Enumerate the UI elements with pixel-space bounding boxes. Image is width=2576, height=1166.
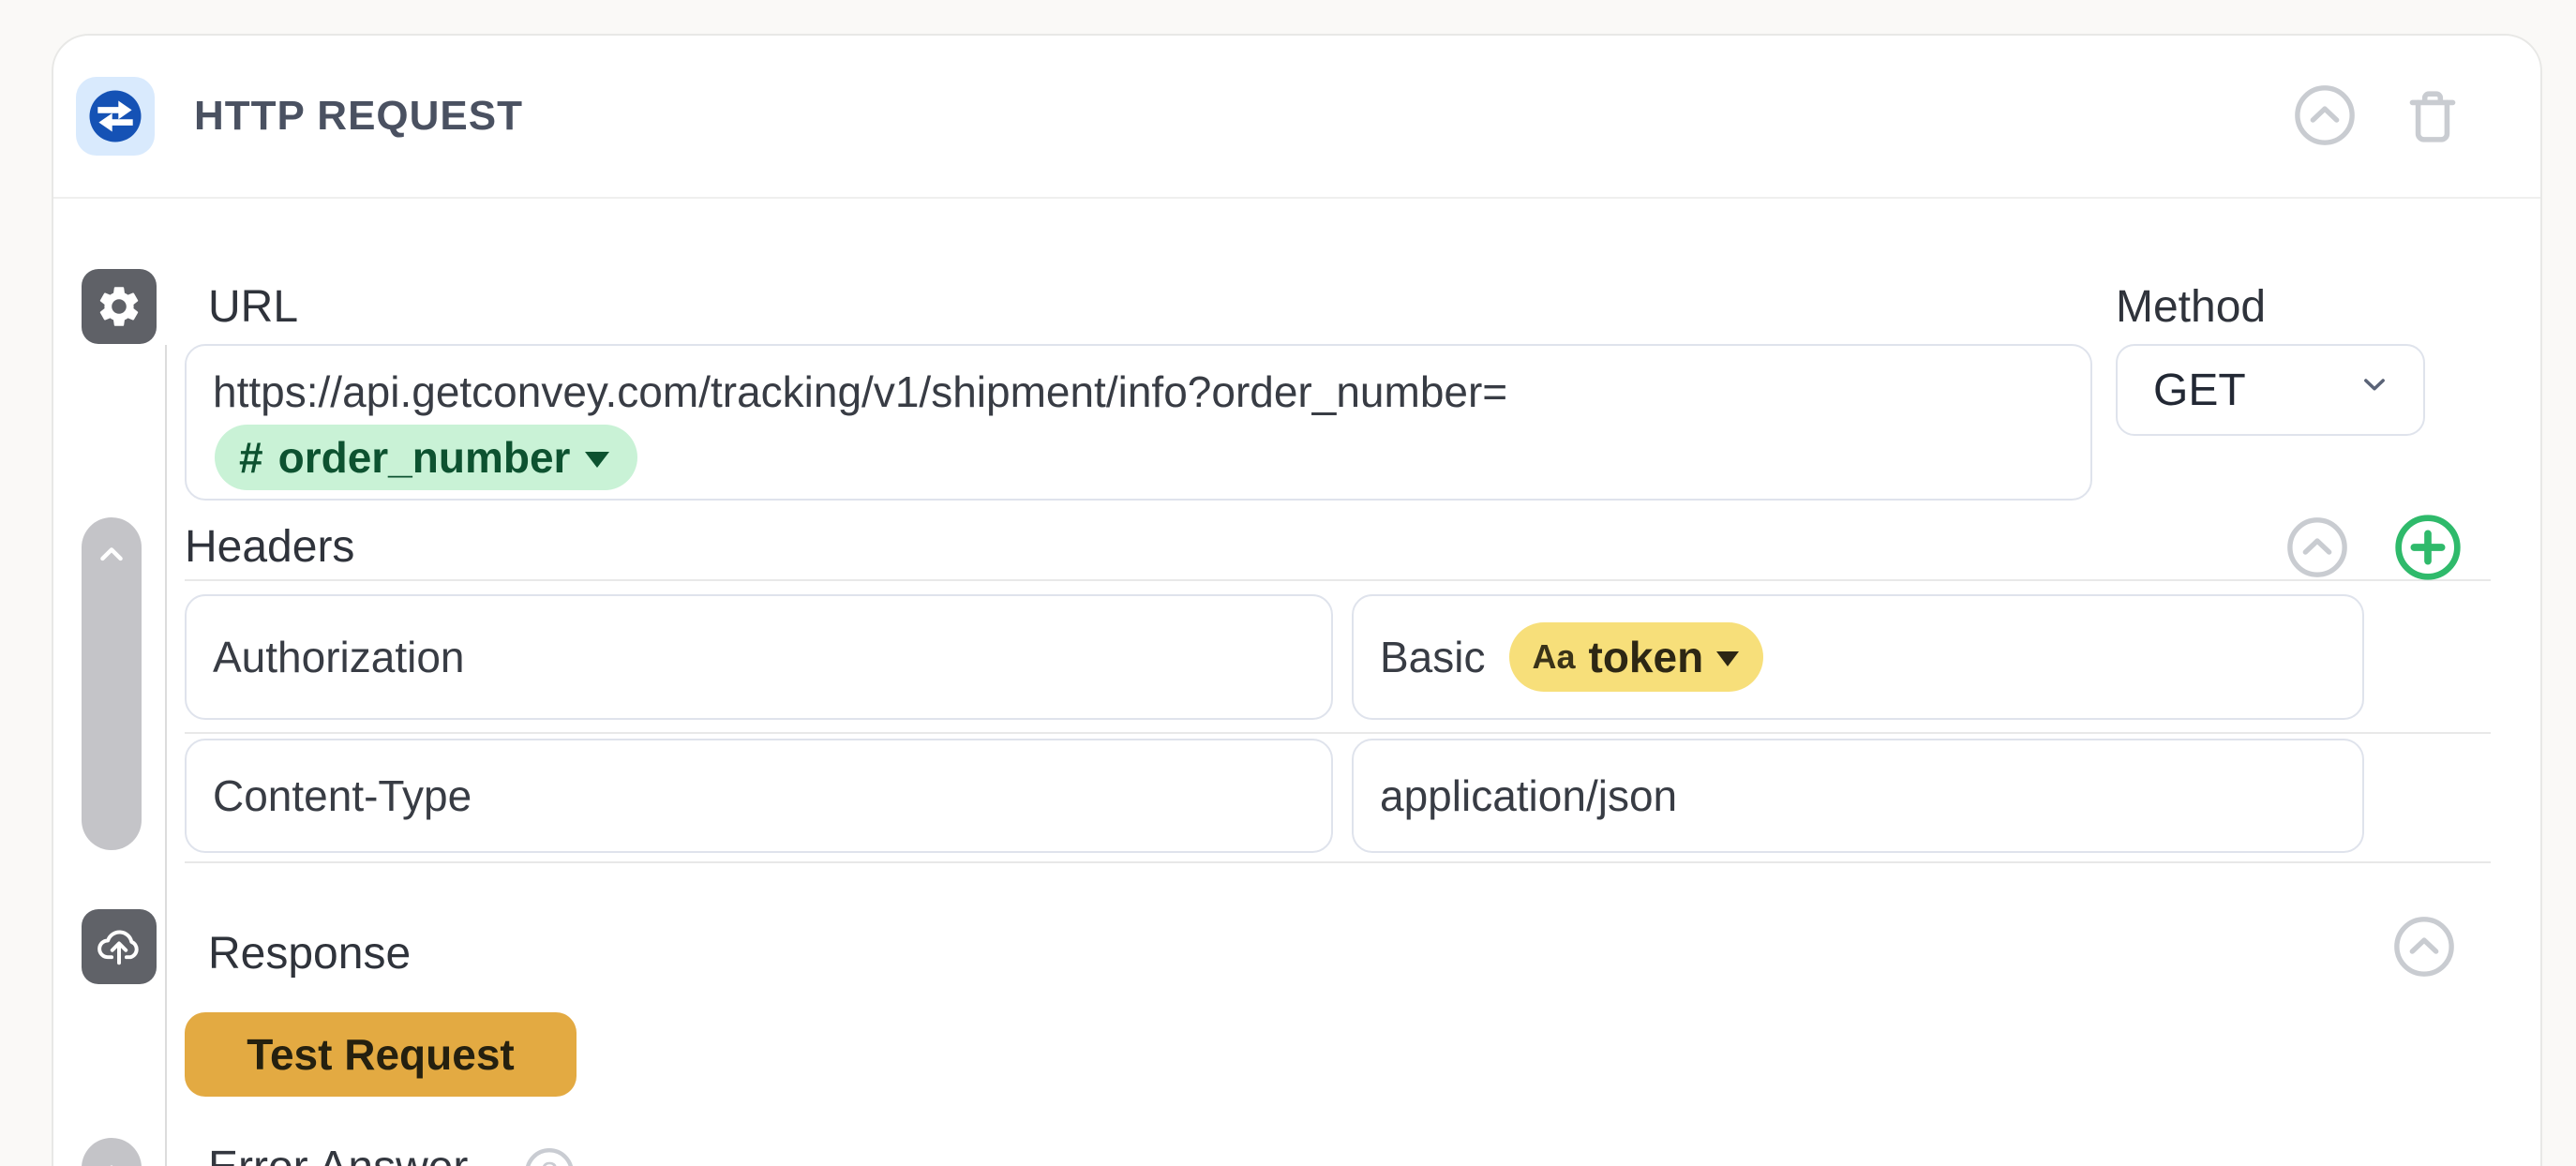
header-key-input[interactable]: Authorization <box>185 594 1333 720</box>
header-key-text: Authorization <box>213 633 465 681</box>
gear-icon <box>82 269 157 344</box>
collapse-card-button[interactable] <box>2289 80 2360 154</box>
variable-hash-prefix: # <box>239 433 263 482</box>
error-answer-collapse-handle[interactable] <box>82 1138 142 1166</box>
token-type-prefix: Aa <box>1532 637 1576 676</box>
headers-actions <box>2282 510 2465 588</box>
url-value-text: https://api.getconvey.com/tracking/v1/sh… <box>213 367 1508 416</box>
svg-text:?: ? <box>541 1156 558 1166</box>
divider <box>185 732 2491 734</box>
chevron-up-icon <box>92 1151 131 1166</box>
chevron-up-icon <box>90 532 133 850</box>
headers-label: Headers <box>185 522 355 572</box>
token-name: token <box>1588 633 1704 681</box>
chevron-up-circle-icon <box>2289 80 2360 154</box>
header-key-input[interactable]: Content-Type <box>185 739 1333 853</box>
test-request-button[interactable]: Test Request <box>185 1012 577 1097</box>
card-title: HTTP REQUEST <box>194 93 524 139</box>
method-selected-value: GET <box>2153 365 2246 415</box>
caret-down-icon <box>1716 651 1740 666</box>
http-exchange-icon <box>76 77 155 156</box>
divider <box>185 861 2491 863</box>
help-question-circle-icon[interactable]: ? <box>520 1144 578 1166</box>
chevron-down-icon <box>2354 364 2395 416</box>
flow-connector-line <box>165 345 167 1166</box>
plus-circle-icon <box>2390 510 2465 588</box>
error-answer-label: Error Answer <box>208 1142 468 1166</box>
caret-down-icon <box>585 451 610 468</box>
url-variable-tag[interactable]: # order_number <box>215 425 638 490</box>
variable-name: order_number <box>277 433 571 482</box>
header-value-text: Basic <box>1380 633 1486 681</box>
header-actions <box>2289 80 2467 154</box>
collapse-headers-button[interactable] <box>2282 512 2353 586</box>
method-select[interactable]: GET <box>2116 344 2425 436</box>
collapse-response-button[interactable] <box>2389 911 2460 985</box>
trash-icon <box>2398 81 2467 153</box>
url-label: URL <box>208 282 299 332</box>
url-input[interactable]: https://api.getconvey.com/tracking/v1/sh… <box>185 344 2092 501</box>
chevron-up-circle-icon <box>2389 911 2460 985</box>
headers-collapse-handle[interactable] <box>82 517 142 850</box>
chevron-up-circle-icon <box>2282 512 2353 586</box>
token-variable-tag[interactable]: Aa token <box>1509 622 1764 692</box>
method-label: Method <box>2116 282 2267 332</box>
header-value-input[interactable]: Basic Aa token <box>1352 594 2364 720</box>
divider <box>185 579 2491 581</box>
add-header-button[interactable] <box>2390 510 2465 588</box>
http-request-card: HTTP REQUEST <box>52 34 2542 1166</box>
header-value-input[interactable]: application/json <box>1352 739 2364 853</box>
cloud-upload-icon <box>82 909 157 984</box>
header-key-text: Content-Type <box>213 771 472 820</box>
delete-block-button[interactable] <box>2398 81 2467 153</box>
card-header: HTTP REQUEST <box>53 36 2540 199</box>
header-value-text: application/json <box>1380 771 1678 820</box>
response-label: Response <box>208 929 412 979</box>
